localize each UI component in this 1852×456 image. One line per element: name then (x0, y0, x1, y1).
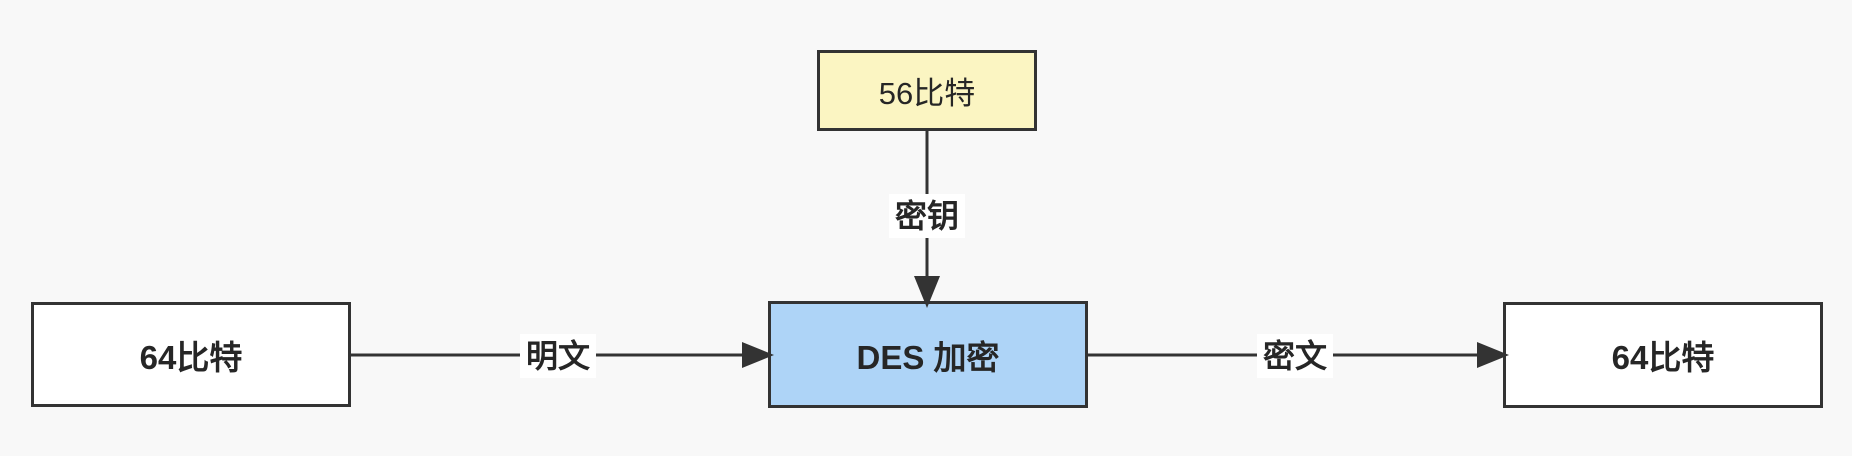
output-bits-node: 64比特 (1503, 302, 1823, 408)
output-bits-label: 64比特 (1611, 339, 1715, 376)
key-bits-label: 56比特 (878, 76, 976, 111)
input-bits-label: 64比特 (139, 338, 243, 376)
key-bits-node: 56比特 (817, 50, 1037, 131)
des-encrypt-label: DES 加密 (856, 338, 1000, 376)
plaintext-edge-label: 明文 (519, 334, 597, 378)
ciphertext-edge-label: 密文 (1256, 334, 1334, 378)
input-bits-node: 64比特 (31, 302, 351, 407)
des-encrypt-node: DES 加密 (768, 301, 1088, 408)
key-edge-label: 密钥 (888, 194, 966, 238)
